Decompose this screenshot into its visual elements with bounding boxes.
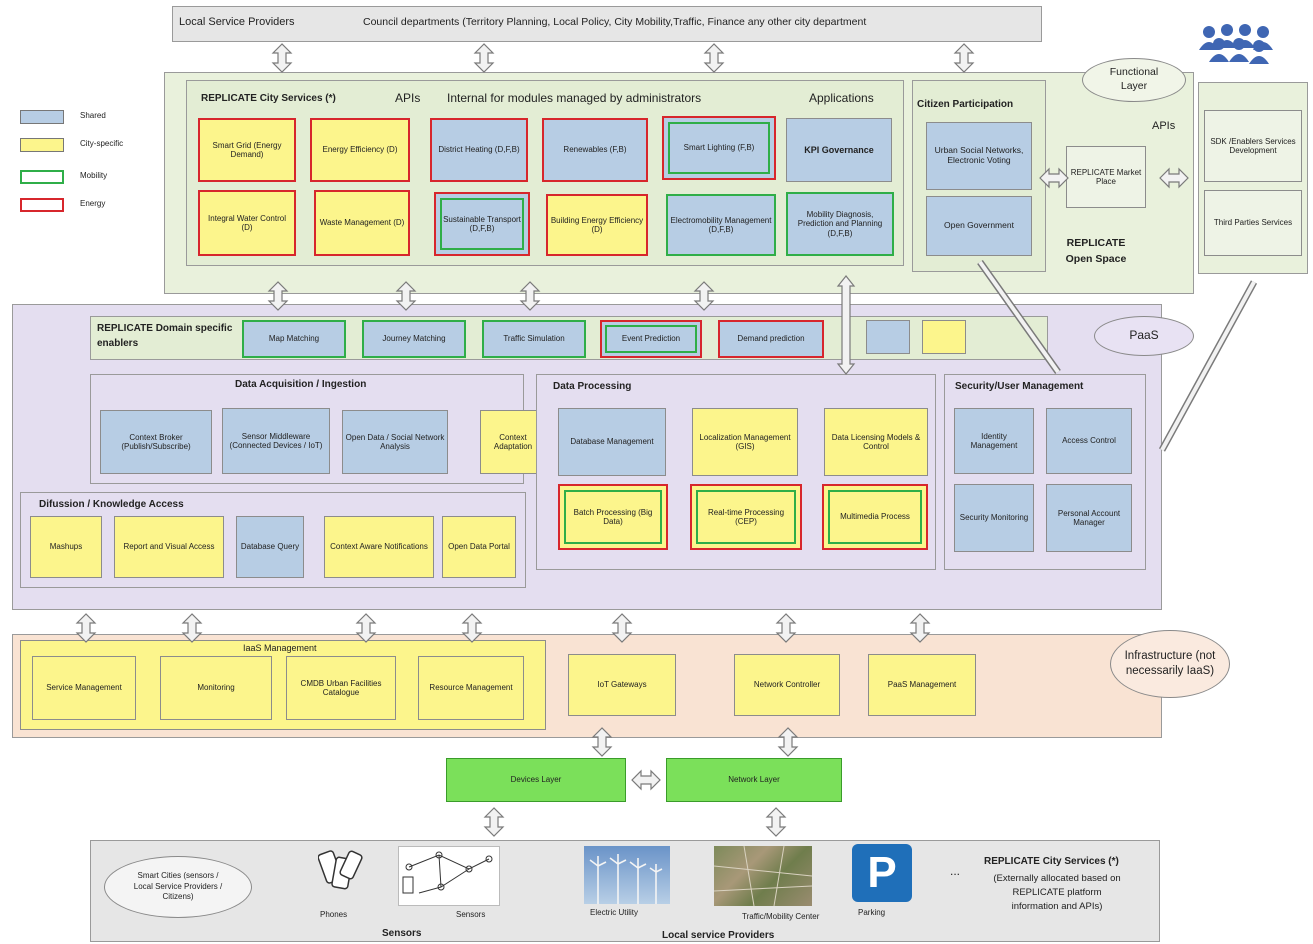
legend-label-mobility: Mobility	[80, 171, 108, 180]
demand-prediction-box: Demand prediction	[718, 320, 824, 358]
third-parties-box: Third Parties Services	[1204, 190, 1302, 256]
diffusion-title: Difussion / Knowledge Access	[39, 499, 184, 510]
legend-label-energy: Energy	[80, 199, 106, 208]
open-government-box: Open Government	[926, 196, 1032, 256]
bottom-city-services-title: REPLICATE City Services (*)	[984, 856, 1119, 867]
resource-management-box: Resource Management	[418, 656, 524, 720]
renewables-box: Renewables (F,B)	[542, 118, 648, 182]
mashups-box: Mashups	[30, 516, 102, 578]
functional-layer-oval: Functional Layer	[1082, 58, 1186, 102]
legend-label-city-specific: City-specific	[80, 139, 124, 148]
applications-label: Applications	[809, 91, 874, 105]
kpi-governance-box: KPI Governance	[786, 118, 892, 182]
apis-right-label: APIs	[1152, 120, 1176, 132]
city-services-title: REPLICATE City Services (*)	[201, 93, 336, 104]
ellipsis-label: ...	[950, 864, 961, 878]
paas-oval: PaaS	[1094, 316, 1194, 356]
security-title: Security/User Management	[955, 381, 1084, 392]
cmdb-catalogue-box: CMDB Urban Facilities Catalogue	[286, 656, 396, 720]
monitoring-box: Monitoring	[160, 656, 272, 720]
sensors-icon	[398, 846, 500, 906]
parking-icon: P	[852, 844, 912, 902]
apis-label: APIs	[395, 91, 421, 105]
legend-label-shared: Shared	[80, 111, 106, 120]
electric-utility-icon	[584, 846, 670, 904]
context-broker-box: Context Broker (Publish/Subscribe)	[100, 410, 212, 474]
localization-management-box: Localization Management (GIS)	[692, 408, 798, 476]
domain-enablers-title: REPLICATE Domain specific enablers	[97, 323, 233, 349]
devices-layer-box: Devices Layer	[446, 758, 626, 802]
paas-management-box: PaaS Management	[868, 654, 976, 716]
context-adaptation-box: Context Adaptation	[480, 410, 546, 474]
database-query-box: Database Query	[236, 516, 304, 578]
open-data-portal-box: Open Data Portal	[442, 516, 516, 578]
access-control-box: Access Control	[1046, 408, 1132, 474]
legend-swatch-city-specific	[20, 138, 64, 152]
top-bar: Local Service Providers Council departme…	[172, 6, 1042, 42]
users-icon	[1195, 20, 1279, 64]
report-visual-access-box: Report and Visual Access	[114, 516, 224, 578]
district-heating-box: District Heating (D,F,B)	[430, 118, 528, 182]
iot-gateways-box: IoT Gateways	[568, 654, 676, 716]
city-specific-swatch-box	[922, 320, 966, 354]
legend-swatch-mobility	[20, 170, 64, 184]
legend: Shared City-specific Mobility Energy	[20, 110, 160, 220]
traffic-center-label: Traffic/Mobility Center	[742, 912, 820, 921]
citizen-participation-title: Citizen Participation	[917, 99, 1014, 110]
open-data-social-box: Open Data / Social Network Analysis	[342, 410, 448, 474]
traffic-simulation-box: Traffic Simulation	[482, 320, 586, 358]
electric-utility-label: Electric Utility	[590, 908, 639, 917]
internal-modules-label: Internal for modules managed by administ…	[447, 91, 702, 105]
data-acquisition-title: Data Acquisition / Ingestion	[235, 379, 367, 390]
council-departments-label: Council departments (Territory Planning,…	[363, 16, 867, 28]
open-space-label: REPLICATE Open Space	[1065, 237, 1127, 265]
identity-management-box: Identity Management	[954, 408, 1034, 474]
network-controller-box: Network Controller	[734, 654, 840, 716]
batch-processing-box: Batch Processing (Big Data)	[558, 484, 668, 550]
database-management-box: Database Management	[558, 408, 666, 476]
electromobility-management-box: Electromobility Management (D,F,B)	[666, 194, 776, 256]
sensors-small-label: Sensors	[456, 910, 486, 919]
building-energy-efficiency-box: Building Energy Efficiency (D)	[546, 194, 648, 256]
context-aware-notifications-box: Context Aware Notifications	[324, 516, 434, 578]
sensor-middleware-box: Sensor Middleware (Connected Devices / I…	[222, 408, 330, 474]
phones-icon	[317, 846, 364, 902]
map-matching-box: Map Matching	[242, 320, 346, 358]
phones-label: Phones	[320, 910, 348, 919]
smart-grid-box: Smart Grid (Energy Demand)	[198, 118, 296, 182]
multimedia-process-box: Multimedia Process	[822, 484, 928, 550]
sensors-title: Sensors	[382, 928, 422, 939]
data-licensing-box: Data Licensing Models & Control	[824, 408, 928, 476]
parking-label: Parking	[858, 908, 886, 917]
journey-matching-box: Journey Matching	[362, 320, 466, 358]
energy-efficiency-box: Energy Efficiency (D)	[310, 118, 410, 182]
integral-water-control-box: Integral Water Control (D)	[198, 190, 296, 256]
shared-swatch-box	[866, 320, 910, 354]
sdk-enablers-box: SDK /Enablers Services Development	[1204, 110, 1302, 182]
mobility-diagnosis-box: Mobility Diagnosis, Prediction and Plann…	[786, 192, 894, 256]
infrastructure-oval: Infrastructure (not necessarily IaaS)	[1110, 630, 1230, 698]
personal-account-manager-box: Personal Account Manager	[1046, 484, 1132, 552]
smart-lighting-box: Smart Lighting (F,B)	[662, 116, 776, 180]
sustainable-transport-box: Sustainable Transport (D,F,B)	[434, 192, 530, 256]
realtime-processing-box: Real-time Processing (CEP)	[690, 484, 802, 550]
urban-social-networks-box: Urban Social Networks, Electronic Voting	[926, 122, 1032, 190]
event-prediction-box: Event Prediction	[600, 320, 702, 358]
iaas-management-title: IaaS Management	[243, 643, 317, 653]
legend-swatch-shared	[20, 110, 64, 124]
network-layer-box: Network Layer	[666, 758, 842, 802]
local-service-providers-title: Local service Providers	[662, 930, 775, 941]
waste-management-box: Waste Management (D)	[314, 190, 410, 256]
service-management-box: Service Management	[32, 656, 136, 720]
data-processing-title: Data Processing	[553, 381, 632, 392]
legend-swatch-energy	[20, 198, 64, 212]
traffic-center-map	[713, 845, 813, 907]
security-monitoring-box: Security Monitoring	[954, 484, 1034, 552]
local-service-providers-label: Local Service Providers	[179, 16, 295, 28]
bottom-city-services-note: (Externally allocated based on REPLICATE…	[993, 873, 1121, 912]
smart-cities-oval: Smart Cities (sensors / Local Service Pr…	[104, 856, 252, 918]
market-place-box: REPLICATE Market Place	[1066, 146, 1146, 208]
